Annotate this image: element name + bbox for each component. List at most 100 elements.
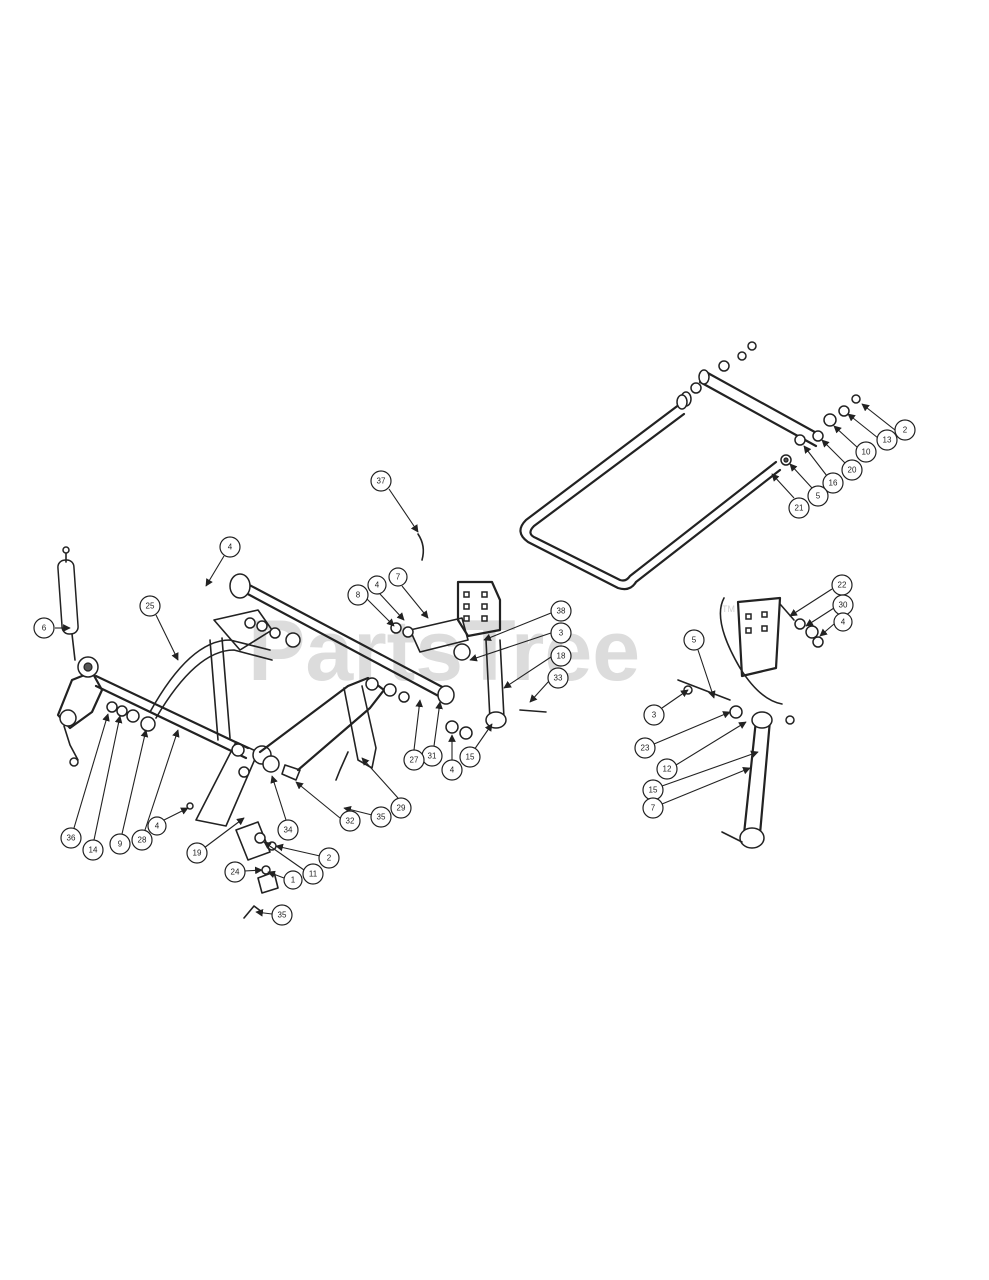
callout-4-d[interactable]: 4 xyxy=(147,807,189,836)
callout-22[interactable]: 22 xyxy=(789,574,853,617)
callout-4-a[interactable]: 4 xyxy=(205,536,241,587)
callouts: 37 4 25 6 8 4 7 38 3 18 33 4 15 31 27 36… xyxy=(33,403,916,926)
svg-text:5: 5 xyxy=(692,636,697,645)
svg-text:38: 38 xyxy=(557,607,566,616)
callout-36[interactable]: 36 xyxy=(60,713,110,849)
svg-text:12: 12 xyxy=(663,765,672,774)
callout-19[interactable]: 19 xyxy=(186,817,245,864)
svg-text:11: 11 xyxy=(309,870,318,879)
callout-31[interactable]: 31 xyxy=(421,701,443,767)
svg-text:4: 4 xyxy=(841,618,846,627)
svg-text:6: 6 xyxy=(42,624,47,633)
callout-30[interactable]: 30 xyxy=(805,594,854,627)
svg-text:2: 2 xyxy=(327,854,332,863)
callout-20[interactable]: 20 xyxy=(821,439,863,481)
watermark-brand: PartsTree xyxy=(248,603,640,699)
callout-15-b[interactable]: 15 xyxy=(642,750,759,801)
svg-text:5: 5 xyxy=(816,492,821,501)
callout-33[interactable]: 33 xyxy=(529,667,569,703)
callout-24[interactable]: 24 xyxy=(224,861,263,883)
callout-2-a[interactable]: 2 xyxy=(275,843,340,869)
callout-10[interactable]: 10 xyxy=(833,425,877,463)
svg-text:4: 4 xyxy=(228,543,233,552)
front-cross-shaft xyxy=(94,674,250,750)
callout-11[interactable]: 11 xyxy=(263,841,324,885)
callout-5-a[interactable]: 5 xyxy=(789,463,829,507)
callout-32[interactable]: 32 xyxy=(295,781,361,832)
svg-text:7: 7 xyxy=(396,573,401,582)
callout-1[interactable]: 1 xyxy=(267,870,303,890)
lift-link xyxy=(149,639,271,713)
handle-bar xyxy=(519,402,782,591)
svg-text:28: 28 xyxy=(138,836,147,845)
callout-27[interactable]: 27 xyxy=(403,699,425,771)
callout-35-a[interactable]: 35 xyxy=(343,805,392,828)
lift-spring xyxy=(57,546,79,661)
svg-text:23: 23 xyxy=(641,744,650,753)
callout-5-b[interactable]: 5 xyxy=(683,629,716,699)
svg-text:31: 31 xyxy=(428,752,437,761)
svg-text:14: 14 xyxy=(89,846,98,855)
callout-4-c[interactable]: 4 xyxy=(441,734,463,781)
svg-text:7: 7 xyxy=(651,804,656,813)
svg-text:25: 25 xyxy=(146,602,155,611)
callout-13[interactable]: 13 xyxy=(847,413,898,451)
callout-7-b[interactable]: 7 xyxy=(642,767,751,819)
callout-4-b[interactable]: 4 xyxy=(367,575,405,621)
svg-text:15: 15 xyxy=(649,786,658,795)
callout-21[interactable]: 21 xyxy=(771,473,810,519)
callout-3-b[interactable]: 3 xyxy=(643,689,689,726)
callout-7-a[interactable]: 7 xyxy=(388,567,429,619)
svg-text:19: 19 xyxy=(193,849,202,858)
callout-23[interactable]: 23 xyxy=(634,711,731,759)
callout-18[interactable]: 18 xyxy=(503,645,572,689)
callout-14[interactable]: 14 xyxy=(82,715,123,861)
watermark: PartsTree TM xyxy=(248,603,735,699)
svg-text:10: 10 xyxy=(862,448,871,457)
callout-4-e[interactable]: 4 xyxy=(819,612,853,637)
svg-text:21: 21 xyxy=(795,504,804,513)
right-vertical-link xyxy=(742,718,758,836)
callout-3-a[interactable]: 3 xyxy=(469,622,572,662)
callout-9[interactable]: 9 xyxy=(109,729,149,855)
svg-text:27: 27 xyxy=(410,756,419,765)
svg-text:4: 4 xyxy=(375,581,380,590)
svg-text:2: 2 xyxy=(903,426,908,435)
watermark-trademark: TM xyxy=(722,604,735,614)
callout-6[interactable]: 6 xyxy=(33,617,71,639)
svg-text:16: 16 xyxy=(829,479,838,488)
rear-cross-shaft xyxy=(238,578,450,692)
svg-text:20: 20 xyxy=(848,466,857,475)
right-mount-plate xyxy=(736,596,782,678)
svg-text:18: 18 xyxy=(557,652,566,661)
svg-text:22: 22 xyxy=(838,581,847,590)
callout-35-b[interactable]: 35 xyxy=(255,904,293,926)
svg-text:9: 9 xyxy=(118,840,123,849)
svg-text:4: 4 xyxy=(450,766,455,775)
svg-text:24: 24 xyxy=(231,868,240,877)
callout-37[interactable]: 37 xyxy=(370,470,419,533)
handle-cross-rod xyxy=(704,370,824,438)
svg-text:3: 3 xyxy=(652,711,657,720)
callout-29[interactable]: 29 xyxy=(361,757,412,819)
lift-assembly xyxy=(56,533,455,919)
svg-text:34: 34 xyxy=(284,826,293,835)
handle-bar-assembly xyxy=(519,341,861,591)
callout-25[interactable]: 25 xyxy=(139,595,179,661)
callout-34[interactable]: 34 xyxy=(270,775,299,841)
callout-38[interactable]: 38 xyxy=(483,600,572,641)
callout-16[interactable]: 16 xyxy=(803,445,844,494)
svg-text:8: 8 xyxy=(356,591,361,600)
callout-28[interactable]: 28 xyxy=(131,729,180,851)
svg-text:29: 29 xyxy=(397,804,406,813)
svg-text:15: 15 xyxy=(466,753,475,762)
cable-end xyxy=(417,533,425,561)
callout-12[interactable]: 12 xyxy=(656,721,747,780)
callout-15-a[interactable]: 15 xyxy=(459,723,493,768)
svg-text:33: 33 xyxy=(554,674,563,683)
callout-8[interactable]: 8 xyxy=(347,584,395,627)
latch-plate xyxy=(235,821,271,861)
callout-2-b[interactable]: 2 xyxy=(861,403,916,441)
height-adjust-bracket xyxy=(390,580,547,740)
